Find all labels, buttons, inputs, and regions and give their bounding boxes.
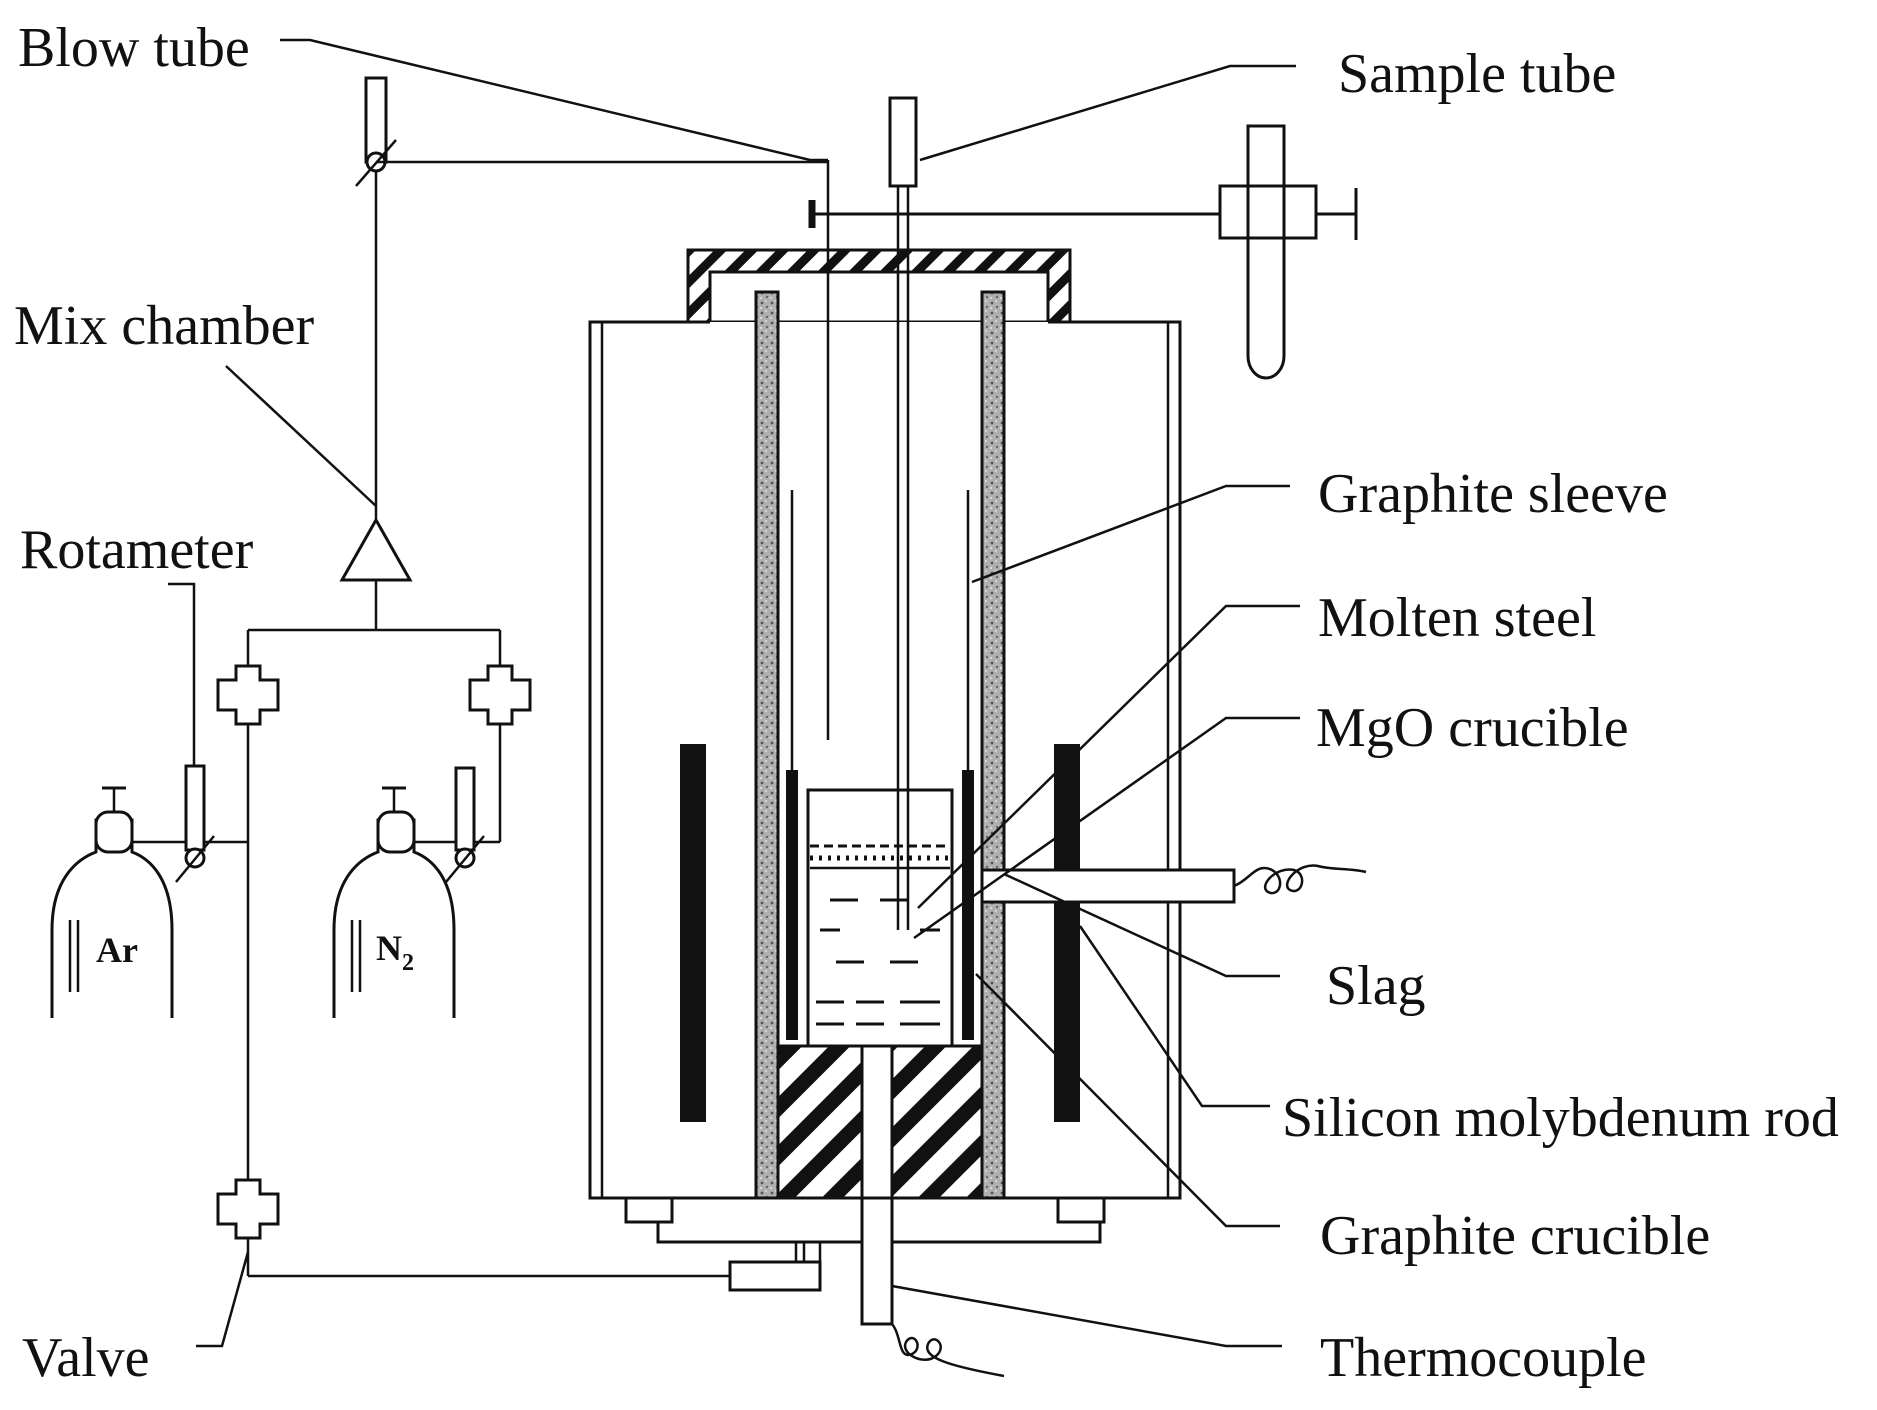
graphite-sleeve-left [754,290,780,1200]
label-blow-tube: Blow tube [18,17,250,79]
nitrogen-label: N2 [376,928,414,976]
label-graphite-crucible: Graphite crucible [1320,1205,1710,1267]
graphite-crucible-right-wall [962,770,974,1040]
label-sample-tube: Sample tube [1338,43,1616,105]
test-tube [1246,124,1286,380]
mgo-crucible [806,788,954,1048]
slag-layer [810,844,950,870]
argon-label: Ar [96,930,138,970]
label-graphite-sleeve: Graphite sleeve [1318,463,1668,525]
molten-steel [816,898,940,1026]
bottom-valve [216,1178,280,1240]
graphite-sleeve-right [980,290,1006,1200]
thermocouple-bottom [860,1196,894,1326]
furnace-lid [686,248,1072,324]
cross-valve-left [216,664,280,726]
argon-cylinder: Ar [50,786,174,1018]
leader-lines [168,38,1300,1348]
crucible-support [776,1044,984,1200]
thermocouple-probe-right [980,868,1236,904]
graphite-crucible-left-wall [786,770,798,1040]
cross-valve-right [468,664,532,726]
furnace [588,96,1367,1378]
label-thermocouple: Thermocouple [1320,1327,1647,1389]
silicon-molybdenum-rod-left [680,744,706,1122]
rotameter-ar [184,764,206,852]
label-mgo-crucible: MgO crucible [1316,697,1629,759]
sample-tube [888,96,918,188]
label-valve: Valve [22,1327,150,1389]
gas-supply-system: Ar N2 [50,76,828,1292]
label-rotameter: Rotameter [20,519,254,581]
labels: Blow tube Sample tube Mix chamber Rotame… [14,17,1839,1389]
label-molten-steel: Molten steel [1318,587,1596,649]
label-mix-chamber: Mix chamber [14,295,314,357]
label-slag: Slag [1326,955,1426,1017]
nitrogen-cylinder: N2 [332,786,456,1018]
label-silicon-molybdenum-rod: Silicon molybdenum rod [1282,1087,1839,1149]
rotameter-n2 [454,766,476,852]
silicon-molybdenum-rod-right [1054,744,1080,1122]
mix-chamber-icon [339,516,413,582]
